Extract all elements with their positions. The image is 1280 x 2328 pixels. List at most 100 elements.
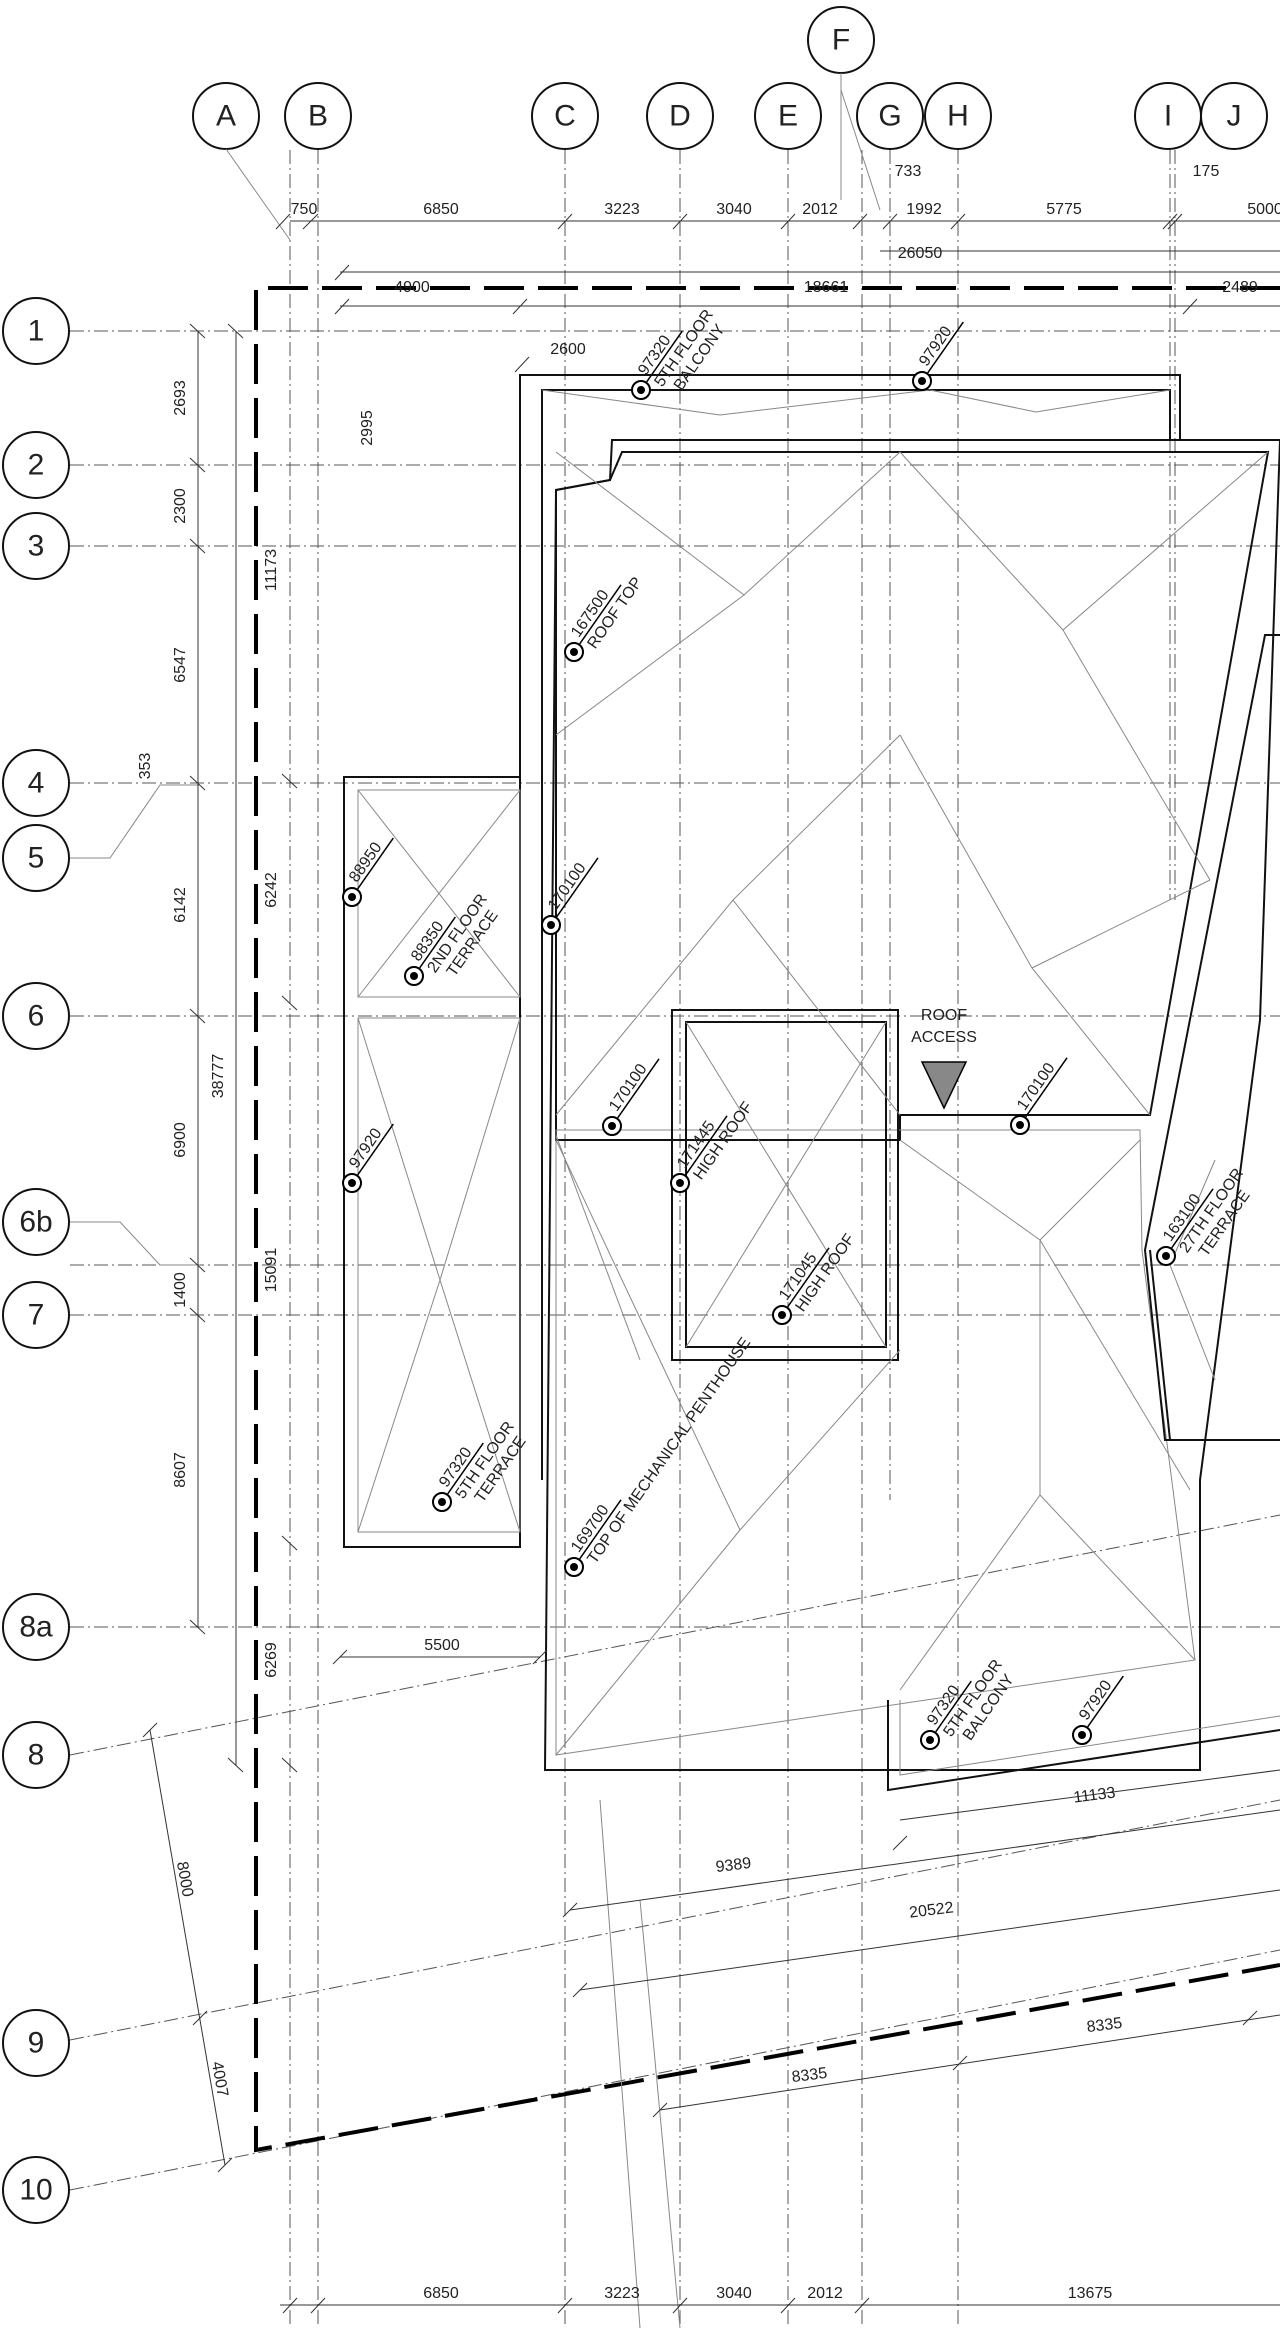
row-bubble-10: 10 <box>2 2156 70 2224</box>
row-bubble-3: 3 <box>2 512 70 580</box>
elevation-leader-line <box>357 1123 394 1176</box>
top-dimension-strings: 750 6850 3223 3040 2012 733 1992 5775 17… <box>275 163 1280 446</box>
row-grid-bubbles: 1 2 3 4 5 6 6b 7 8a 8 9 10 <box>2 297 70 2224</box>
column-grid-bubbles: A B C D E F G H I J <box>192 6 1268 241</box>
dim-top-26050: 26050 <box>898 245 943 262</box>
elevation-leader-line <box>685 1115 728 1176</box>
dim-bottom-6850: 6850 <box>423 2285 459 2302</box>
elevation-leader-line <box>579 584 622 645</box>
elevation-spot-dot-icon <box>348 1179 356 1187</box>
elevation-marker: 97920 <box>342 1123 394 1193</box>
svg-text:6b: 6b <box>19 1206 52 1239</box>
dim-11133: 11133 <box>1073 1785 1117 1807</box>
svg-text:B: B <box>308 100 328 133</box>
elevation-leader-line <box>556 857 599 918</box>
row-bubble-8a: 8a <box>2 1593 70 1661</box>
elevation-spot-dot-icon <box>918 377 926 385</box>
dim-inner-2600: 2600 <box>550 341 586 358</box>
elevation-value: 170100 <box>606 1061 651 1115</box>
dim-top-2012: 2012 <box>802 201 838 218</box>
elevation-leader-line <box>617 1058 660 1119</box>
dim-top-18661: 18661 <box>804 279 849 296</box>
dim-left-6900: 6900 <box>172 1122 189 1158</box>
elevation-leader-line <box>935 1680 972 1733</box>
row-bubble-8: 8 <box>2 1721 70 1789</box>
elevation-spot-dot-icon <box>410 972 418 980</box>
dim-bottom-3040: 3040 <box>716 2285 752 2302</box>
dim-8335-a: 8335 <box>791 2065 829 2086</box>
svg-text:1: 1 <box>28 315 45 348</box>
elevation-spot-dot-icon <box>676 1179 684 1187</box>
elevation-leader-line <box>1171 1188 1214 1249</box>
elevation-spot-dot-icon <box>926 1736 934 1744</box>
column-bubble-i: I <box>1134 82 1202 150</box>
column-bubble-b: B <box>284 82 352 150</box>
svg-text:J: J <box>1227 100 1242 133</box>
elevation-marker: 170100 <box>1010 1057 1068 1135</box>
property-line <box>254 286 1280 2153</box>
dim-left-6269: 6269 <box>263 1642 280 1678</box>
roof-slope-lines <box>357 389 1269 2328</box>
dim-top-5000: 5000 <box>1247 201 1280 218</box>
elevation-spot-dot-icon <box>778 1311 786 1319</box>
elevation-marker: 97920 <box>1072 1675 1124 1745</box>
elevation-marker: 97920 <box>912 321 964 391</box>
dim-5500: 5500 <box>424 1637 460 1654</box>
svg-text:3: 3 <box>28 530 45 563</box>
dim-top-3040: 3040 <box>716 201 752 218</box>
roof-access-label-1: ROOF <box>921 1007 967 1024</box>
svg-text:A: A <box>216 100 236 133</box>
dim-left-8607: 8607 <box>172 1452 189 1488</box>
dim-left-2693: 2693 <box>172 380 189 416</box>
svg-text:C: C <box>554 100 576 133</box>
elevation-spot-dot-icon <box>608 1122 616 1130</box>
dim-slanted-4007: 4007 <box>208 2060 231 2098</box>
elevation-leader-line <box>646 330 683 383</box>
svg-text:6: 6 <box>28 1000 45 1033</box>
elevation-spot-dot-icon <box>1162 1252 1170 1260</box>
elevation-spot-dot-icon <box>570 1563 578 1571</box>
lower-dimension-strings: 5500 11133 9389 20522 8335 8335 <box>332 1637 1280 2118</box>
dim-bottom-2012: 2012 <box>807 2285 843 2302</box>
elevation-spot-dot-icon <box>1016 1121 1024 1129</box>
row-bubble-7: 7 <box>2 1281 70 1349</box>
elevation-value: 97920 <box>1076 1677 1116 1723</box>
column-bubble-d: D <box>646 82 714 150</box>
row-bubble-4: 4 <box>2 749 70 817</box>
building-outlines <box>343 374 1280 1792</box>
column-bubble-h: H <box>924 82 992 150</box>
dim-left-2300: 2300 <box>172 488 189 524</box>
svg-text:10: 10 <box>19 2174 52 2207</box>
svg-text:8a: 8a <box>19 1611 53 1644</box>
row-bubble-2: 2 <box>2 431 70 499</box>
svg-text:E: E <box>778 100 798 133</box>
elevation-leader-line <box>419 916 456 969</box>
column-bubble-e: E <box>754 82 822 150</box>
dim-bottom-3223: 3223 <box>604 2285 640 2302</box>
roof-access-triangle-icon <box>920 1061 968 1110</box>
svg-text:2: 2 <box>28 449 45 482</box>
dim-slanted-8000: 8000 <box>173 1860 196 1898</box>
svg-text:I: I <box>1164 100 1172 133</box>
column-bubble-a: A <box>192 82 260 150</box>
elevation-value: 170100 <box>1014 1060 1059 1114</box>
elevation-leader-line <box>787 1247 830 1308</box>
dim-top-4900: 4900 <box>394 279 430 296</box>
dim-left-15091: 15091 <box>263 1248 280 1293</box>
column-bubble-g: G <box>856 82 924 150</box>
roof-access-marker: ROOF ACCESS <box>911 1007 977 1110</box>
elevation-label: TOP OF MECHANICAL PENTHOUSE <box>584 1335 754 1567</box>
svg-text:5: 5 <box>28 842 45 875</box>
roof-access-label-2: ACCESS <box>911 1029 977 1046</box>
column-bubble-c: C <box>531 82 599 150</box>
svg-text:9: 9 <box>28 2027 45 2060</box>
bottom-dimension-string: 6850 3223 3040 2012 13675 <box>280 2285 1280 2314</box>
dim-left-353: 353 <box>137 753 154 780</box>
